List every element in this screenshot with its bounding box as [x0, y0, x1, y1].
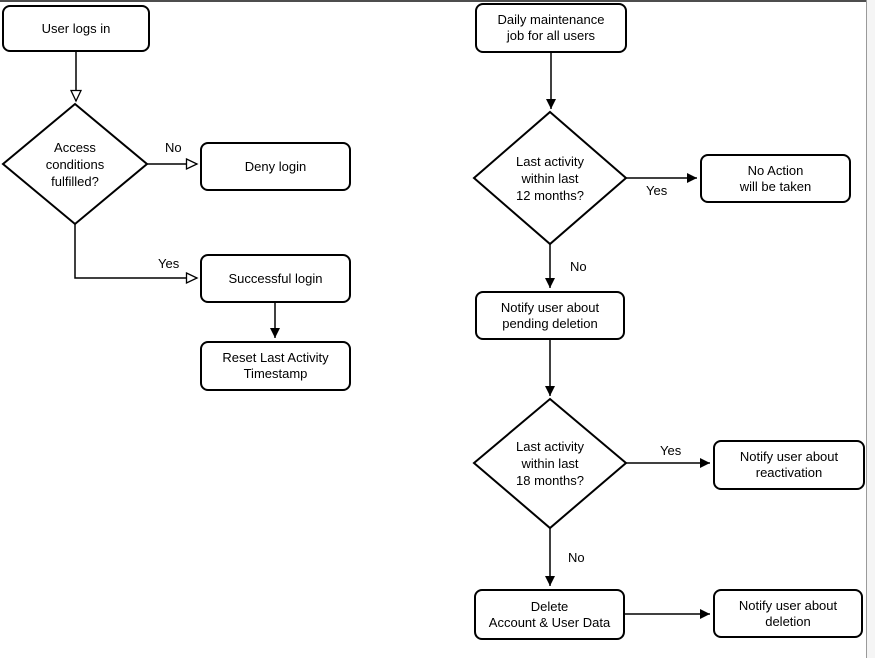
page-right-border	[866, 0, 867, 658]
node-successful-login[interactable]: Successful login	[200, 254, 351, 303]
node-successful-login-label: Successful login	[228, 270, 323, 286]
node-delete-account-label: Delete Account & User Data	[488, 598, 611, 630]
edge-label-no-login: No	[164, 140, 183, 155]
edge-label-no-12-months: No	[569, 259, 588, 274]
edge-label-yes-12-months: Yes	[645, 183, 669, 198]
node-no-action-label: No Action will be taken	[739, 162, 812, 194]
edge-label-yes-login: Yes	[157, 256, 181, 271]
node-notify-reactivation[interactable]: Notify user about reactivation	[713, 440, 865, 490]
node-deny-login[interactable]: Deny login	[200, 142, 351, 191]
decision-activity-18-months-shape[interactable]	[472, 397, 628, 530]
node-notify-pending-deletion[interactable]: Notify user about pending deletion	[475, 291, 625, 340]
decision-activity-12-months-shape[interactable]	[472, 110, 628, 246]
node-user-logs-in[interactable]: User logs in	[2, 5, 150, 52]
node-daily-maintenance-job-label: Daily maintenance job for all users	[497, 12, 605, 43]
node-deny-login-label: Deny login	[244, 158, 307, 174]
node-delete-account[interactable]: Delete Account & User Data	[474, 589, 625, 640]
content-top-border	[0, 0, 867, 2]
node-daily-maintenance-job[interactable]: Daily maintenance job for all users	[475, 3, 627, 53]
edge-label-yes-18-months: Yes	[659, 443, 683, 458]
edge-yes-to-successful-login	[74, 224, 199, 285]
node-reset-last-activity-label: Reset Last Activity Timestamp	[222, 350, 329, 381]
decision-access-conditions-shape[interactable]	[1, 102, 149, 226]
node-user-logs-in-label: User logs in	[41, 20, 111, 36]
node-reset-last-activity[interactable]: Reset Last Activity Timestamp	[200, 341, 351, 391]
edge-label-no-18-months: No	[567, 550, 586, 565]
node-notify-reactivation-label: Notify user about reactivation	[739, 449, 839, 480]
node-notify-deletion[interactable]: Notify user about deletion	[713, 589, 863, 638]
node-notify-pending-deletion-label: Notify user about pending deletion	[500, 299, 600, 331]
vertical-scrollbar-track[interactable]	[867, 0, 875, 658]
node-notify-deletion-label: Notify user about deletion	[738, 597, 838, 629]
node-no-action[interactable]: No Action will be taken	[700, 154, 851, 203]
